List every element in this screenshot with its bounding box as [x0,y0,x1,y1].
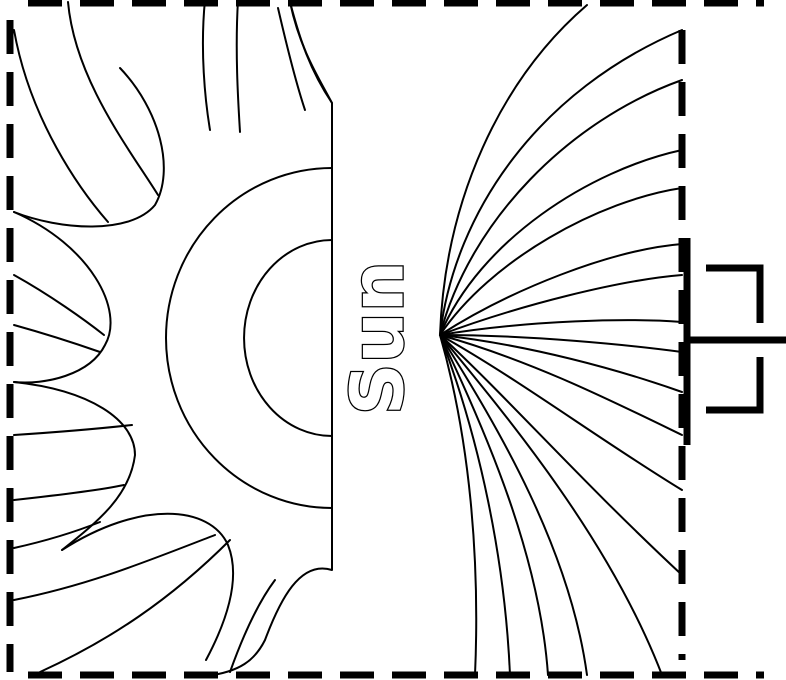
sun-outline [205,1,333,677]
sun-ray [277,7,306,111]
fan-ray [439,243,683,336]
fan-ray [439,334,683,491]
sun-ray [13,534,216,601]
sun-ray [201,0,211,131]
sun-ray [235,0,241,133]
sun-ray [13,29,109,223]
sun-ray [13,424,133,436]
ray-fan [439,4,683,676]
fan-ray [439,334,511,676]
fan-ray [439,149,683,336]
bracket-mark [683,238,786,445]
sun-shape [13,0,333,677]
fan-ray [439,334,683,393]
sun-label: Sun [336,261,420,415]
sun-spike-top-right [289,1,333,104]
fan-ray [439,334,549,676]
dashed-border [6,0,764,679]
sun-ray [229,579,276,673]
sun-ray [67,1,159,196]
sun-spike-top [13,67,165,228]
sun-ray [13,484,125,501]
fan-ray [439,334,683,436]
fan-ray [439,334,663,676]
fan-ray [439,334,588,676]
fan-ray [439,187,683,336]
sun-ray [13,521,101,549]
fan-ray [439,334,478,676]
sun-spike-bottom [61,512,234,661]
fan-ray [439,319,683,336]
fan-ray [439,79,683,336]
sun-ray [13,274,105,336]
fan-ray [439,334,683,353]
sun-spike-left-lower [13,381,136,551]
sun-ray [39,539,231,673]
sun-ray [13,324,101,353]
sun-spike-left [13,211,112,384]
fan-ray [439,334,683,576]
fan-ray [439,274,683,336]
sun-inner-outer-arc [165,167,333,509]
sun-inner-inner-arc [243,239,333,437]
